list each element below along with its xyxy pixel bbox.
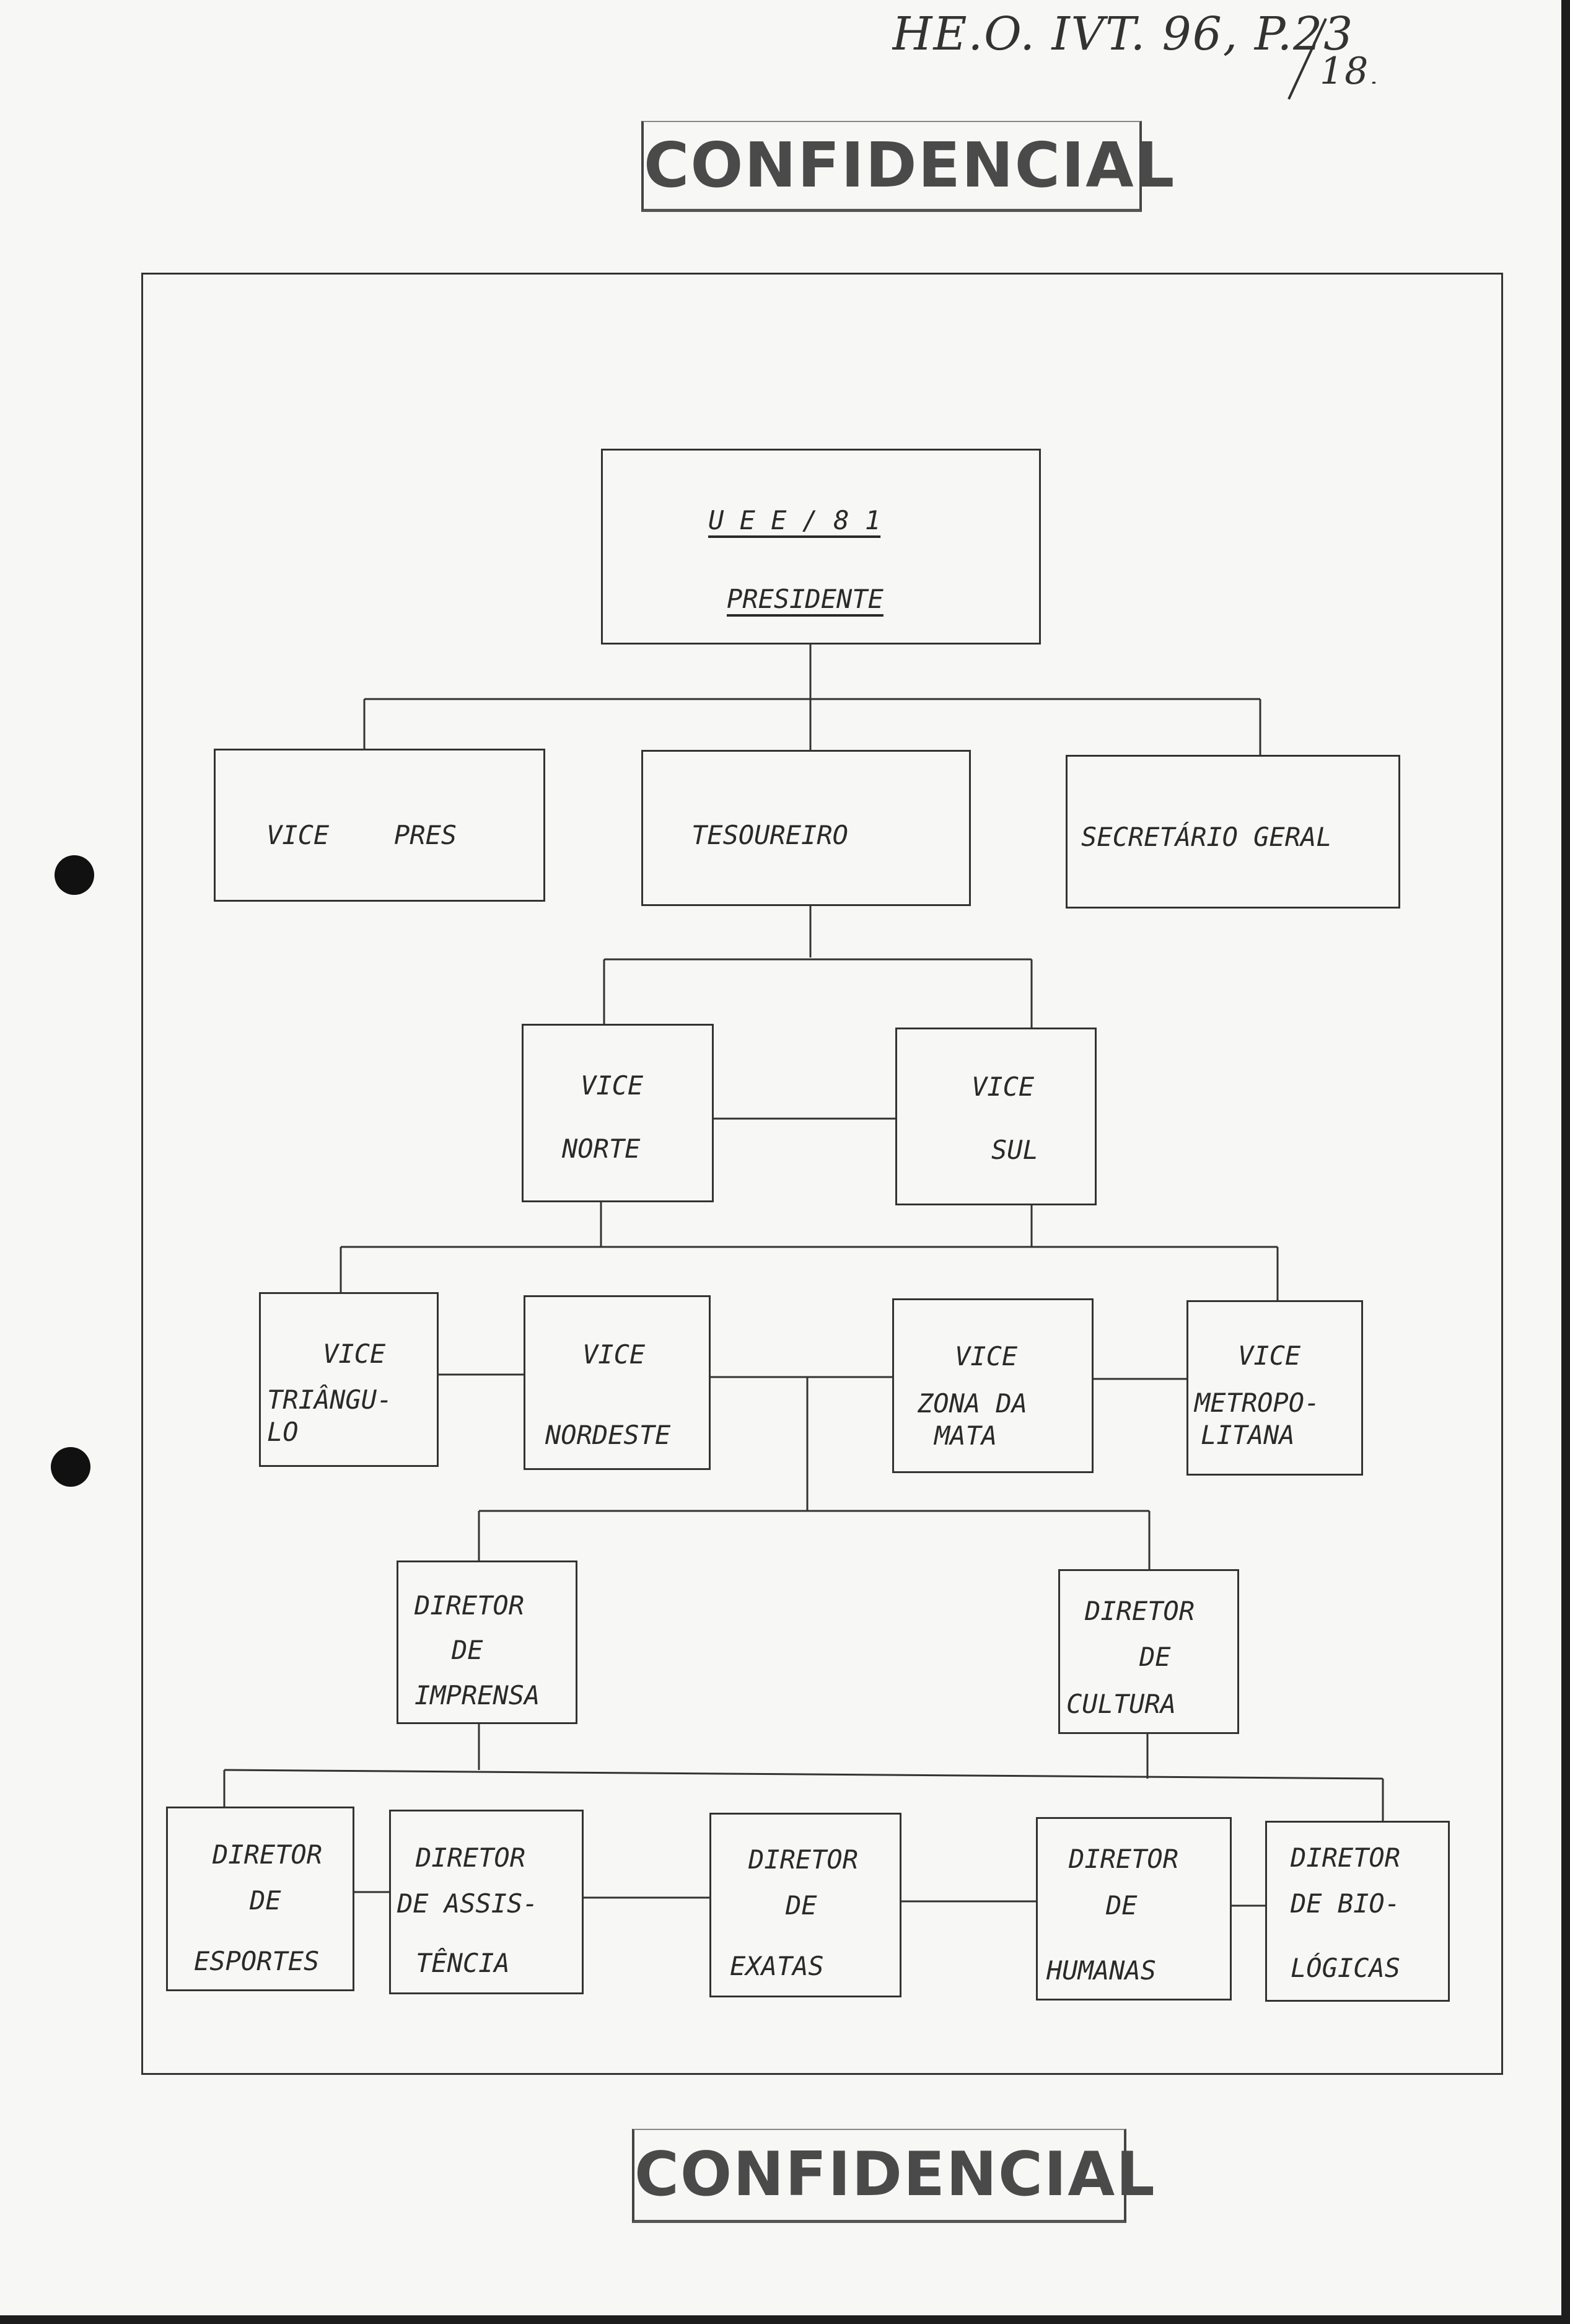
diretor-imprensa-box: DIRETOR DE IMPRENSA [397,1560,577,1724]
punch-hole-upper [55,855,94,895]
diretor-imprensa-line2: DE [452,1635,483,1665]
vice-triangulo-line1: VICE [323,1339,386,1369]
diretor-biologicas-line3: LÓGICAS [1291,1953,1401,1983]
archive-reference-handwriting: HE.O. IVT. 96, P.23 181 [891,6,1393,112]
secretario-geral-label: SECRETÁRIO GERAL [1081,822,1332,852]
uee-title: U E E / 8 1 [708,505,881,535]
diretor-esportes-line1: DIRETOR [213,1839,323,1870]
diretor-assistencia-line1: DIRETOR [416,1842,526,1873]
confidential-stamp-bottom: CONFIDENCIAL [632,2129,1155,2223]
vice-zona-da-mata-line1: VICE [955,1341,1018,1371]
diretor-biologicas-box: DIRETOR DE BIO- LÓGICAS [1265,1821,1450,2002]
vice-nordeste-line1: VICE [582,1339,646,1370]
diretor-imprensa-line1: DIRETOR [414,1590,525,1621]
diretor-cultura-line2: DE [1139,1642,1171,1672]
vice-norte-line1: VICE [581,1070,644,1101]
vice-triangulo-line3: LO [267,1417,299,1447]
diretor-cultura-box: DIRETOR DE CULTURA [1058,1569,1239,1734]
vice-triangulo-box: VICE TRIÂNGU- LO [259,1292,439,1467]
diretor-exatas-line1: DIRETOR [748,1844,859,1875]
vice-norte-box: VICE NORTE [522,1024,714,1202]
diretor-biologicas-line2: DE BIO- [1291,1888,1401,1919]
page-edge-bottom [0,2315,1570,2324]
diretor-humanas-line1: DIRETOR [1069,1844,1179,1874]
vice-metropolitana-line2: METROPO- [1195,1388,1320,1418]
punch-hole-lower [51,1447,90,1487]
diretor-humanas-line3: HUMANAS [1046,1955,1157,1986]
diretor-humanas-box: DIRETOR DE HUMANAS [1036,1817,1232,2000]
secretario-geral-box: SECRETÁRIO GERAL [1066,755,1400,909]
diretor-imprensa-line3: IMPRENSA [414,1680,540,1710]
diretor-exatas-line2: DE [786,1890,817,1921]
vice-president-box: VICE PRES [214,749,545,902]
diretor-exatas-line3: EXATAS [730,1951,824,1981]
diretor-biologicas-line1: DIRETOR [1291,1842,1401,1873]
president-box: U E E / 8 1 PRESIDENTE [601,449,1041,645]
vice-metropolitana-line3: LITANA [1201,1420,1295,1450]
diretor-esportes-line3: ESPORTES [194,1946,320,1976]
confidential-stamp-top: CONFIDENCIAL [641,121,1174,212]
vice-sul-line2: SUL [991,1135,1038,1165]
diretor-assistencia-line3: TÊNCIA [416,1948,510,1978]
vice-president-line2: PRES [394,820,457,850]
vice-nordeste-box: VICE NORDESTE [524,1295,711,1470]
vice-sul-box: VICE SUL [895,1028,1097,1205]
svg-text:HE.O. IVT. 96, P.23: HE.O. IVT. 96, P.23 [892,7,1354,61]
diretor-esportes-box: DIRETOR DE ESPORTES [166,1807,354,1991]
org-chart-frame [141,273,1503,2075]
vice-triangulo-line2: TRIÂNGU- [267,1384,393,1415]
vice-nordeste-line2: NORDESTE [545,1420,671,1450]
vice-president-line1: VICE [266,820,330,850]
diretor-assistencia-line2: DE ASSIS- [397,1888,538,1919]
vice-zona-da-mata-line3: MATA [934,1420,998,1451]
vice-metropolitana-box: VICE METROPO- LITANA [1186,1300,1363,1476]
vice-zona-da-mata-box: VICE ZONA DA MATA [892,1298,1094,1473]
vice-zona-da-mata-line2: ZONA DA [918,1388,1028,1419]
tesoureiro-label: TESOUREIRO [691,820,848,850]
diretor-humanas-line2: DE [1106,1890,1138,1921]
diretor-assistencia-box: DIRETOR DE ASSIS- TÊNCIA [389,1810,584,1994]
diretor-cultura-line1: DIRETOR [1085,1596,1195,1626]
page-edge-right [1561,0,1570,2324]
diretor-esportes-line2: DE [250,1885,281,1916]
president-label: PRESIDENTE [727,584,884,614]
vice-norte-line2: NORTE [562,1133,641,1164]
diretor-cultura-line3: CULTURA [1066,1689,1177,1719]
vice-metropolitana-line1: VICE [1238,1340,1301,1371]
diretor-exatas-box: DIRETOR DE EXATAS [709,1813,901,1997]
vice-sul-line1: VICE [971,1072,1035,1102]
tesoureiro-box: TESOUREIRO [641,750,971,906]
